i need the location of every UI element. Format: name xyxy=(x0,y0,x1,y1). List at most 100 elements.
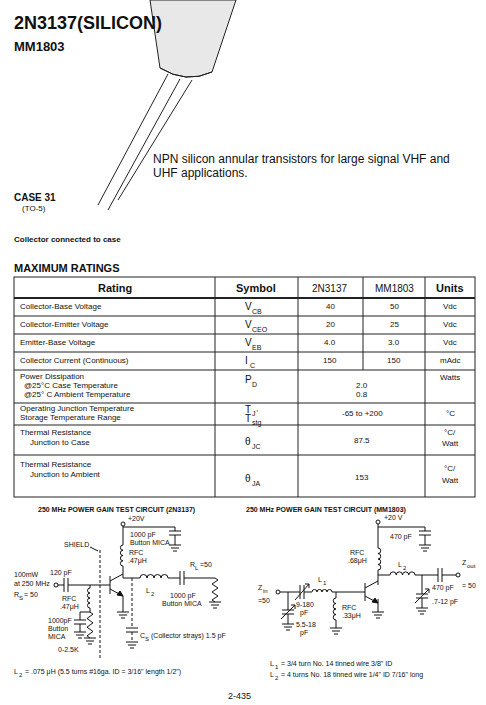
datasheet-label: EB xyxy=(252,344,261,351)
ground-symbol xyxy=(372,612,384,618)
inductor-symbol xyxy=(333,598,336,620)
part-title: 2N3137(SILICON) xyxy=(14,14,162,32)
capacitor-symbol xyxy=(180,571,184,585)
ground-symbol xyxy=(209,602,221,608)
datasheet-label: Z xyxy=(462,559,466,566)
terminal xyxy=(121,522,125,526)
wire xyxy=(378,527,425,528)
resistor-symbol xyxy=(87,612,93,638)
wire xyxy=(110,589,123,596)
wire xyxy=(123,527,175,528)
datasheet-label: °C/ xyxy=(444,465,455,473)
datasheet-label: 0-2.5K xyxy=(58,646,79,653)
ground-symbol xyxy=(169,545,181,551)
datasheet-label: °C/ xyxy=(444,429,455,437)
datasheet-label: 250 MHz POWER GAIN TEST CIRCUIT (2N3137) xyxy=(38,506,195,513)
wire xyxy=(378,524,379,548)
inductor-symbol xyxy=(140,575,168,578)
wire xyxy=(90,608,91,612)
datasheet-label: V xyxy=(245,302,252,312)
inductor-symbol xyxy=(312,590,332,593)
terminal xyxy=(54,583,58,587)
emitter-arrow xyxy=(117,591,123,596)
datasheet-label: Watts xyxy=(440,374,460,382)
datasheet-label: 1 xyxy=(275,664,278,670)
terminal xyxy=(456,573,460,577)
ground-symbol xyxy=(126,642,138,648)
datasheet-label: RFC xyxy=(62,595,76,602)
datasheet-label: Button MICA xyxy=(130,539,170,546)
datasheet-label: Button MICA xyxy=(162,600,202,607)
datasheet-label: 2 xyxy=(275,675,278,681)
datasheet-label: 1000pF xyxy=(48,617,72,624)
datasheet-label: Junction to Ambient xyxy=(30,471,100,479)
wire xyxy=(132,578,133,628)
wire xyxy=(442,575,456,576)
datasheet-label: (TO-5) xyxy=(22,205,45,213)
datasheet-label: C xyxy=(250,362,255,369)
capacitor-symbol xyxy=(126,628,138,632)
wire xyxy=(378,599,379,612)
datasheet-label: T xyxy=(245,414,251,424)
datasheet-label: 2N3137 xyxy=(312,284,347,294)
datasheet-label: .47μH xyxy=(60,603,79,610)
datasheet-label: MM1803 xyxy=(14,40,65,53)
datasheet-label: R xyxy=(190,561,195,568)
datasheet-label: 250 MHz POWER GAIN TEST CIRCUIT (MM1803) xyxy=(246,506,406,513)
datasheet-label: = 3/4 turn No. 14 tinned wire 3/8" ID xyxy=(281,660,392,667)
datasheet-label: 150 xyxy=(323,357,336,365)
wire xyxy=(422,575,423,594)
wire xyxy=(184,578,215,579)
datasheet-label: .33μH xyxy=(342,612,361,619)
wire xyxy=(280,592,300,593)
datasheet-label: R xyxy=(14,591,19,598)
wire xyxy=(415,575,438,576)
wire xyxy=(288,592,289,610)
datasheet-label: Operating Junction Temperature xyxy=(20,405,134,413)
datasheet-label: 20 xyxy=(326,321,335,329)
datasheet-label: °C xyxy=(446,410,455,418)
wire xyxy=(68,585,110,586)
datasheet-label: V xyxy=(245,338,252,348)
datasheet-label: 2-435 xyxy=(228,692,251,701)
datasheet-label: CEO xyxy=(252,326,267,333)
inductor-symbol xyxy=(88,588,91,608)
datasheet-label: RFC xyxy=(342,604,356,611)
terminal xyxy=(376,520,380,524)
datasheet-label: Z xyxy=(258,584,262,591)
datasheet-label: Collector Current (Continuous) xyxy=(20,357,129,365)
inductor-symbol xyxy=(120,545,123,566)
datasheet-label: 0.8 xyxy=(356,391,367,399)
datasheet-label: 25 xyxy=(390,321,399,329)
datasheet-label: Emitter-Base Voltage xyxy=(20,339,95,347)
datasheet-label: 470 pF xyxy=(432,584,454,591)
datasheet-label: 2 xyxy=(19,672,22,678)
ground-symbol xyxy=(282,624,294,630)
datasheet-label: θ xyxy=(245,474,251,484)
datasheet-label: J xyxy=(252,410,256,417)
datasheet-label: @25°C Case Temperature xyxy=(24,382,118,390)
wire xyxy=(332,592,365,593)
datasheet-label: in xyxy=(263,588,268,594)
datasheet-label: +20V xyxy=(128,515,145,522)
datasheet-label: RFC xyxy=(129,549,143,556)
datasheet-label: 2 xyxy=(403,565,406,571)
ground-symbol xyxy=(416,608,428,614)
wire xyxy=(378,570,379,585)
datasheet-label: L xyxy=(270,671,274,678)
datasheet-label: =50 xyxy=(258,597,270,604)
wire xyxy=(110,574,123,581)
datasheet-label: Vdc xyxy=(443,303,457,311)
datasheet-label: 5.5-18 xyxy=(296,621,316,628)
wire xyxy=(336,592,337,598)
datasheet-label: = 50 xyxy=(24,591,38,598)
wire xyxy=(123,526,124,545)
wire xyxy=(336,620,337,628)
datasheet-label: θ xyxy=(245,437,251,447)
datasheet-label: .47μH xyxy=(128,557,147,564)
datasheet-label: Watt xyxy=(442,477,458,485)
datasheet-label: S xyxy=(145,636,149,642)
datasheet-label: 120 pF xyxy=(50,569,72,576)
datasheet-label: V xyxy=(245,320,252,330)
datasheet-label: JA xyxy=(252,480,260,487)
